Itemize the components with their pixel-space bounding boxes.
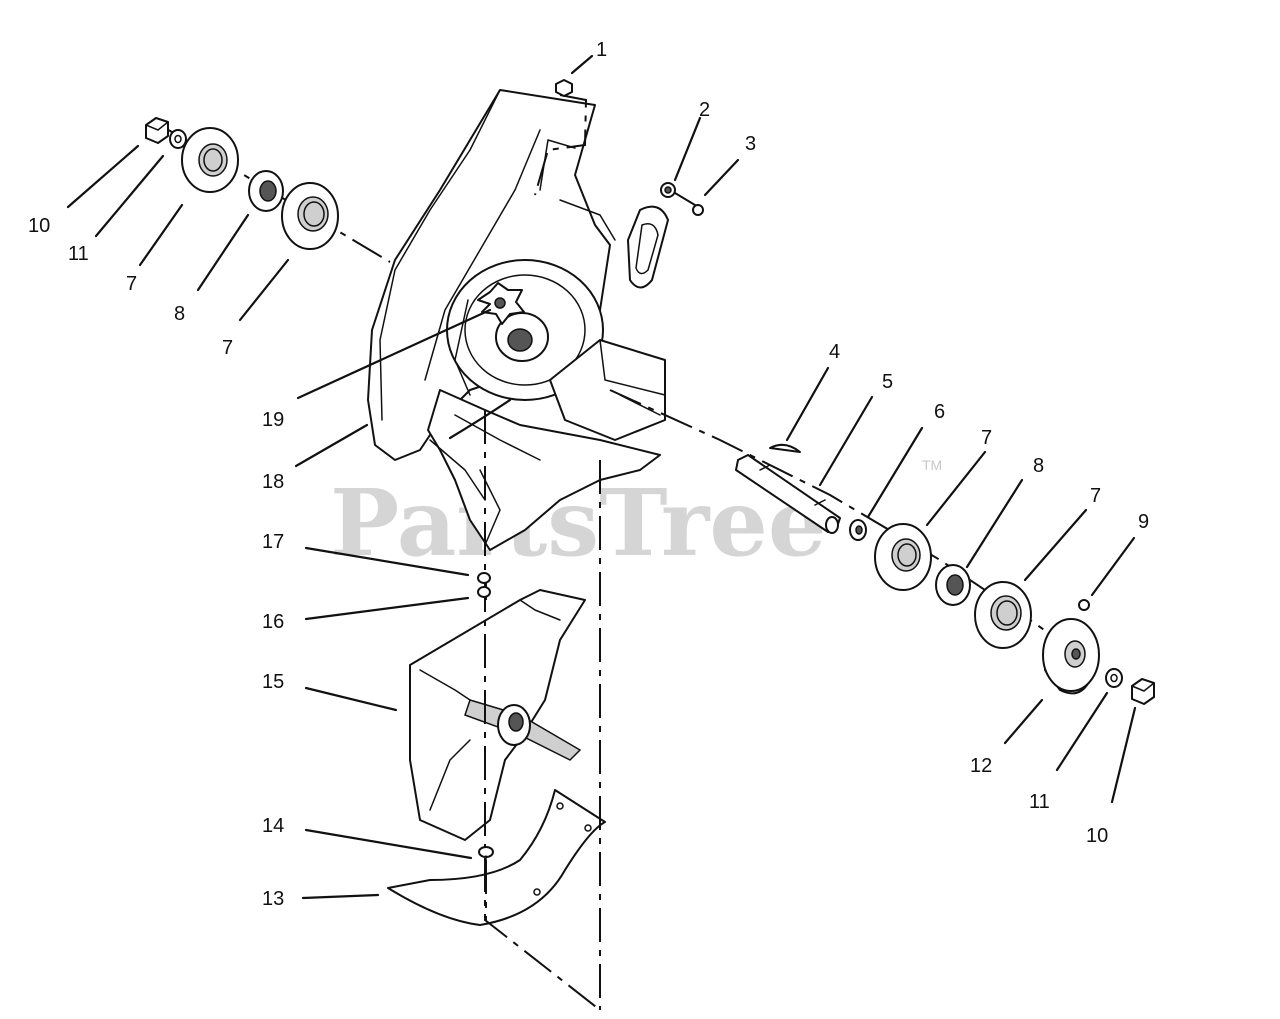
bolt-part-14	[478, 846, 494, 869]
callout-4: 4	[829, 341, 840, 363]
callout-14: 14	[262, 815, 284, 837]
washer-part-2	[660, 182, 676, 198]
right-flange-outer	[974, 581, 1032, 649]
callout-18: 18	[262, 471, 284, 493]
callout-10-right: 10	[1086, 825, 1108, 847]
callout-13: 13	[262, 888, 284, 910]
callout-7d: 7	[222, 337, 233, 359]
callout-7c: 7	[126, 273, 137, 295]
callout-labels: 1 2 3 4 5 6 7 8 7 9 10 11 7 8 7 19 18 17…	[28, 39, 1149, 910]
right-nut	[1131, 678, 1155, 705]
callout-8b: 8	[174, 303, 185, 325]
impeller	[409, 589, 586, 841]
bearing-bracket-plate	[549, 339, 666, 441]
left-bearing	[248, 170, 284, 212]
left-flange-outer	[181, 127, 239, 193]
callout-10-left: 10	[28, 215, 50, 237]
key-part-4	[769, 443, 801, 453]
callout-7a: 7	[981, 427, 992, 449]
callout-5: 5	[882, 371, 893, 393]
callout-1: 1	[596, 39, 607, 61]
callout-15: 15	[262, 671, 284, 693]
screw-part-1	[555, 79, 573, 97]
callout-8a: 8	[1033, 455, 1044, 477]
pulley-part-12	[1042, 618, 1100, 695]
curved-cover	[387, 789, 606, 926]
callout-7b: 7	[1090, 485, 1101, 507]
callout-2: 2	[699, 99, 710, 121]
shaft-part-5	[735, 454, 841, 534]
callout-16: 16	[262, 611, 284, 633]
hardware-part-17	[477, 572, 491, 584]
hardware-part-16	[477, 586, 491, 598]
callout-19: 19	[262, 409, 284, 431]
star-flange	[477, 282, 525, 325]
gasket	[627, 205, 669, 289]
callout-6: 6	[934, 401, 945, 423]
right-bearing	[935, 564, 971, 606]
collar-part-6	[849, 519, 867, 541]
left-nut	[145, 117, 169, 144]
rivet-part-3	[692, 204, 704, 216]
leader-lines	[66, 54, 1137, 900]
callout-17: 17	[262, 531, 284, 553]
callout-9: 9	[1138, 511, 1149, 533]
right-washer	[1105, 668, 1123, 688]
setscrew-part-9	[1078, 599, 1090, 611]
callout-11-right: 11	[1029, 791, 1050, 813]
callout-11-left: 11	[68, 243, 89, 265]
blower-housing	[367, 89, 616, 461]
left-washer	[169, 129, 187, 149]
callout-12: 12	[970, 755, 992, 777]
watermark-trademark: TM	[922, 457, 942, 473]
right-flange-inner	[874, 523, 932, 591]
left-flange-inner	[281, 182, 339, 250]
callout-3: 3	[745, 133, 756, 155]
